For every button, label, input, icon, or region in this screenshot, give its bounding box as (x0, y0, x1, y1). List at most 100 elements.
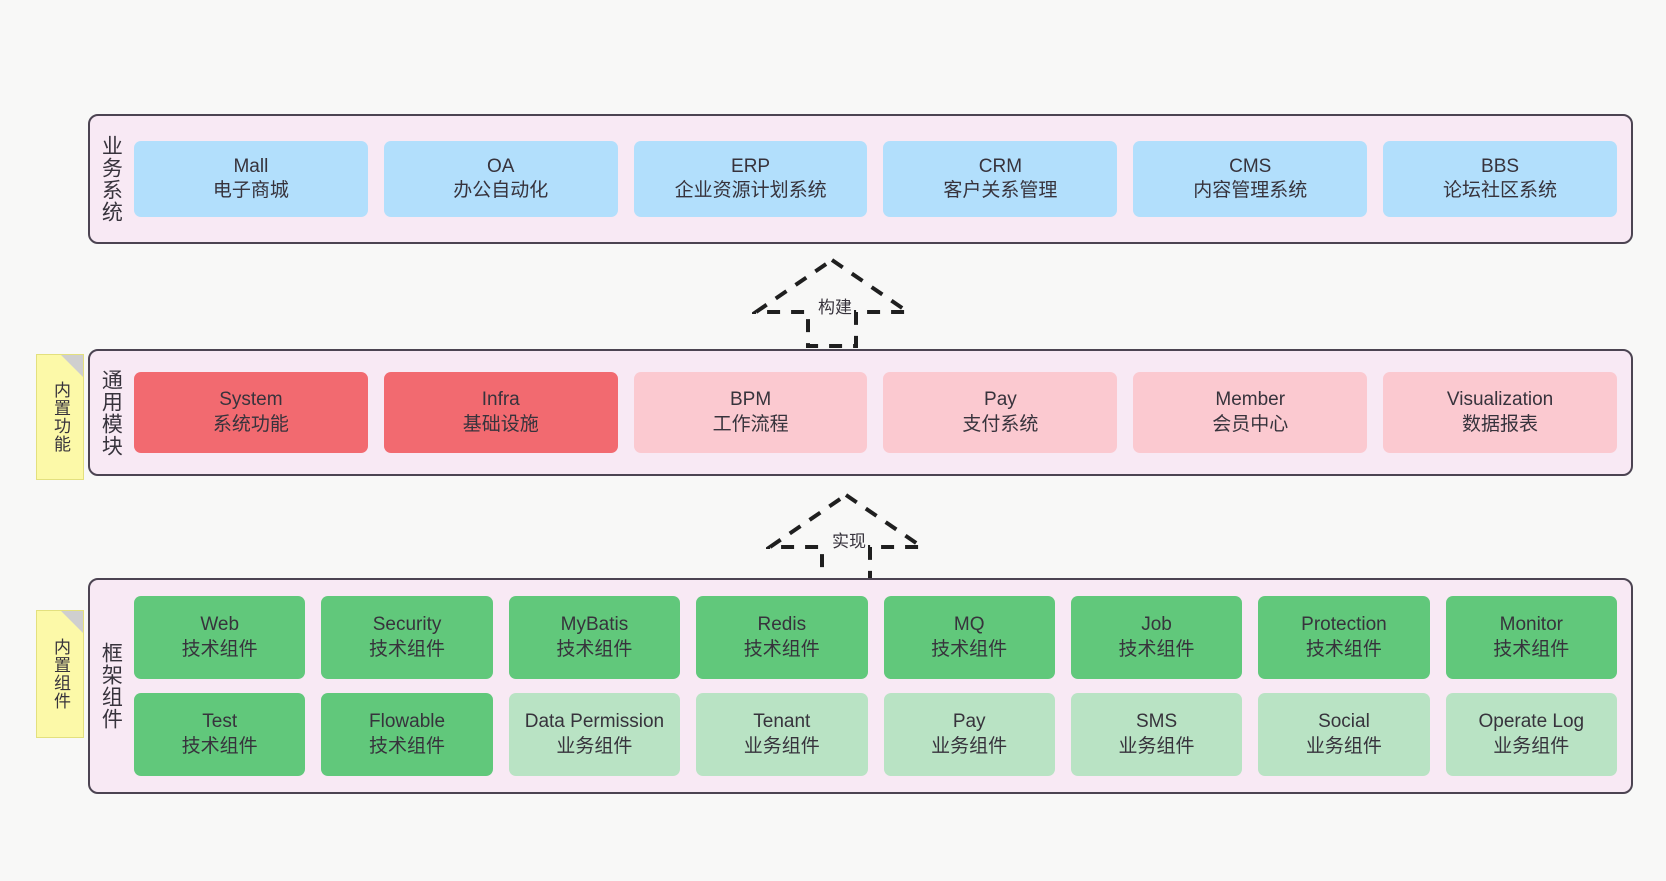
card-mq-cn: 技术组件 (931, 638, 1008, 660)
card-pay-component[interactable]: Pay 业务组件 (883, 693, 1055, 776)
layer-common-module: 通用模块 System 系统功能 Infra 基础设施 BPM 工作流程 Pay… (88, 349, 1633, 476)
card-monitor-en: Monitor (1499, 614, 1563, 636)
layer-business-system: 业务系统 Mall 电子商城 OA 办公自动化 ERP 企业资源计划系统 CRM… (88, 114, 1633, 244)
card-test[interactable]: Test 技术组件 (134, 693, 306, 776)
card-oa-cn: 办公自动化 (453, 180, 549, 201)
card-job-en: Job (1141, 614, 1172, 636)
note-built-in-components: 内置组件 (36, 610, 84, 738)
card-protection-cn: 技术组件 (1305, 638, 1382, 660)
card-cms-cn: 内容管理系统 (1193, 180, 1308, 201)
card-bbs[interactable]: BBS 论坛社区系统 (1383, 141, 1617, 217)
card-tenant[interactable]: Tenant 业务组件 (696, 693, 868, 776)
card-bpm-en: BPM (729, 389, 772, 411)
card-test-en: Test (202, 711, 238, 733)
card-mybatis-cn: 技术组件 (556, 638, 633, 660)
card-visualization-cn: 数据报表 (1462, 413, 1539, 435)
card-oa[interactable]: OA 办公自动化 (383, 141, 618, 217)
card-sms-cn: 业务组件 (1118, 735, 1195, 757)
card-redis-cn: 技术组件 (743, 638, 820, 660)
framework-row-business: Test 技术组件 Flowable 技术组件 Data Permission … (134, 693, 1617, 776)
framework-row-technical: Web 技术组件 Security 技术组件 MyBatis 技术组件 Redi… (134, 596, 1617, 679)
card-pay-module-en: Pay (984, 389, 1017, 411)
card-mybatis-en: MyBatis (560, 614, 629, 636)
card-pay-component-en: Pay (952, 711, 986, 733)
card-sms[interactable]: SMS 业务组件 (1070, 693, 1243, 776)
note-fold-corner-icon (61, 611, 83, 633)
card-crm-en: CRM (978, 155, 1023, 177)
card-pay-module-cn: 支付系统 (962, 413, 1039, 435)
card-infra[interactable]: Infra 基础设施 (383, 372, 618, 453)
connector-build-arrow (752, 257, 912, 348)
note-fold-corner-icon (61, 355, 83, 377)
card-system[interactable]: System 系统功能 (134, 372, 368, 453)
card-operate-log-cn: 业务组件 (1493, 735, 1570, 757)
card-flowable[interactable]: Flowable 技术组件 (321, 693, 493, 776)
card-cms[interactable]: CMS 内容管理系统 (1133, 141, 1368, 217)
card-protection[interactable]: Protection 技术组件 (1258, 596, 1430, 679)
layer-framework-component-title: 框架组件 (99, 642, 123, 730)
card-pay-component-cn: 业务组件 (931, 735, 1008, 757)
layer-business-system-cards: Mall 电子商城 OA 办公自动化 ERP 企业资源计划系统 CRM 客户关系… (130, 116, 1631, 242)
card-redis[interactable]: Redis 技术组件 (696, 596, 868, 679)
card-member-cn: 会员中心 (1212, 413, 1289, 435)
card-monitor-cn: 技术组件 (1493, 638, 1570, 660)
card-protection-en: Protection (1301, 614, 1387, 636)
card-security[interactable]: Security 技术组件 (321, 596, 493, 679)
card-job-cn: 技术组件 (1118, 638, 1195, 660)
card-bpm[interactable]: BPM 工作流程 (633, 372, 868, 453)
card-mq-en: MQ (953, 614, 985, 636)
card-web-en: Web (200, 614, 240, 636)
card-monitor[interactable]: Monitor 技术组件 (1445, 596, 1617, 679)
card-mall-cn: 电子商城 (212, 180, 289, 201)
card-operate-log-en: Operate Log (1478, 711, 1585, 733)
card-mall-en: Mall (233, 155, 269, 177)
layer-framework-component: 框架组件 Web 技术组件 Security 技术组件 MyBatis 技术组件… (88, 578, 1633, 794)
card-infra-en: Infra (481, 389, 520, 411)
card-visualization[interactable]: Visualization 数据报表 (1383, 372, 1617, 453)
card-bpm-cn: 工作流程 (712, 413, 789, 435)
card-tenant-cn: 业务组件 (743, 735, 820, 757)
layer-business-system-title: 业务系统 (99, 135, 123, 223)
card-job[interactable]: Job 技术组件 (1070, 596, 1243, 679)
layer-common-module-cards: System 系统功能 Infra 基础设施 BPM 工作流程 Pay 支付系统… (130, 351, 1631, 474)
card-security-en: Security (372, 614, 442, 636)
card-flowable-en: Flowable (369, 711, 446, 733)
card-oa-en: OA (487, 155, 515, 177)
connector-implement-label: 实现 (832, 532, 866, 551)
card-mybatis[interactable]: MyBatis 技术组件 (508, 596, 681, 679)
card-cms-en: CMS (1229, 155, 1272, 177)
card-pay-module[interactable]: Pay 支付系统 (883, 372, 1118, 453)
card-social[interactable]: Social 业务组件 (1258, 693, 1430, 776)
card-operate-log[interactable]: Operate Log 业务组件 (1445, 693, 1617, 776)
card-system-en: System (219, 389, 283, 411)
card-tenant-en: Tenant (753, 711, 811, 733)
card-mq[interactable]: MQ 技术组件 (883, 596, 1055, 679)
card-erp[interactable]: ERP 企业资源计划系统 (633, 141, 868, 217)
card-erp-en: ERP (731, 155, 771, 177)
note-built-in-components-label: 内置组件 (51, 638, 71, 710)
card-bbs-cn: 论坛社区系统 (1443, 180, 1558, 201)
card-bbs-en: BBS (1481, 155, 1520, 177)
card-test-cn: 技术组件 (181, 735, 258, 757)
note-built-in-features: 内置功能 (36, 354, 84, 480)
note-built-in-features-label: 内置功能 (51, 381, 71, 453)
card-social-en: Social (1318, 711, 1370, 733)
card-web[interactable]: Web 技术组件 (134, 596, 306, 679)
card-member[interactable]: Member 会员中心 (1133, 372, 1368, 453)
card-redis-en: Redis (757, 614, 807, 636)
card-web-cn: 技术组件 (181, 638, 258, 660)
connector-build-label: 构建 (818, 298, 852, 317)
card-flowable-cn: 技术组件 (369, 735, 446, 757)
card-data-permission-en: Data Permission (524, 711, 665, 733)
layer-common-module-title: 通用模块 (99, 368, 123, 457)
card-erp-cn: 企业资源计划系统 (674, 180, 827, 201)
card-mall[interactable]: Mall 电子商城 (134, 141, 368, 217)
card-data-permission[interactable]: Data Permission 业务组件 (508, 693, 681, 776)
card-crm[interactable]: CRM 客户关系管理 (883, 141, 1118, 217)
card-system-cn: 系统功能 (212, 413, 289, 435)
card-data-permission-cn: 业务组件 (556, 735, 633, 757)
layer-framework-component-cards: Web 技术组件 Security 技术组件 MyBatis 技术组件 Redi… (130, 580, 1631, 792)
card-crm-cn: 客户关系管理 (943, 180, 1058, 201)
card-social-cn: 业务组件 (1305, 735, 1382, 757)
